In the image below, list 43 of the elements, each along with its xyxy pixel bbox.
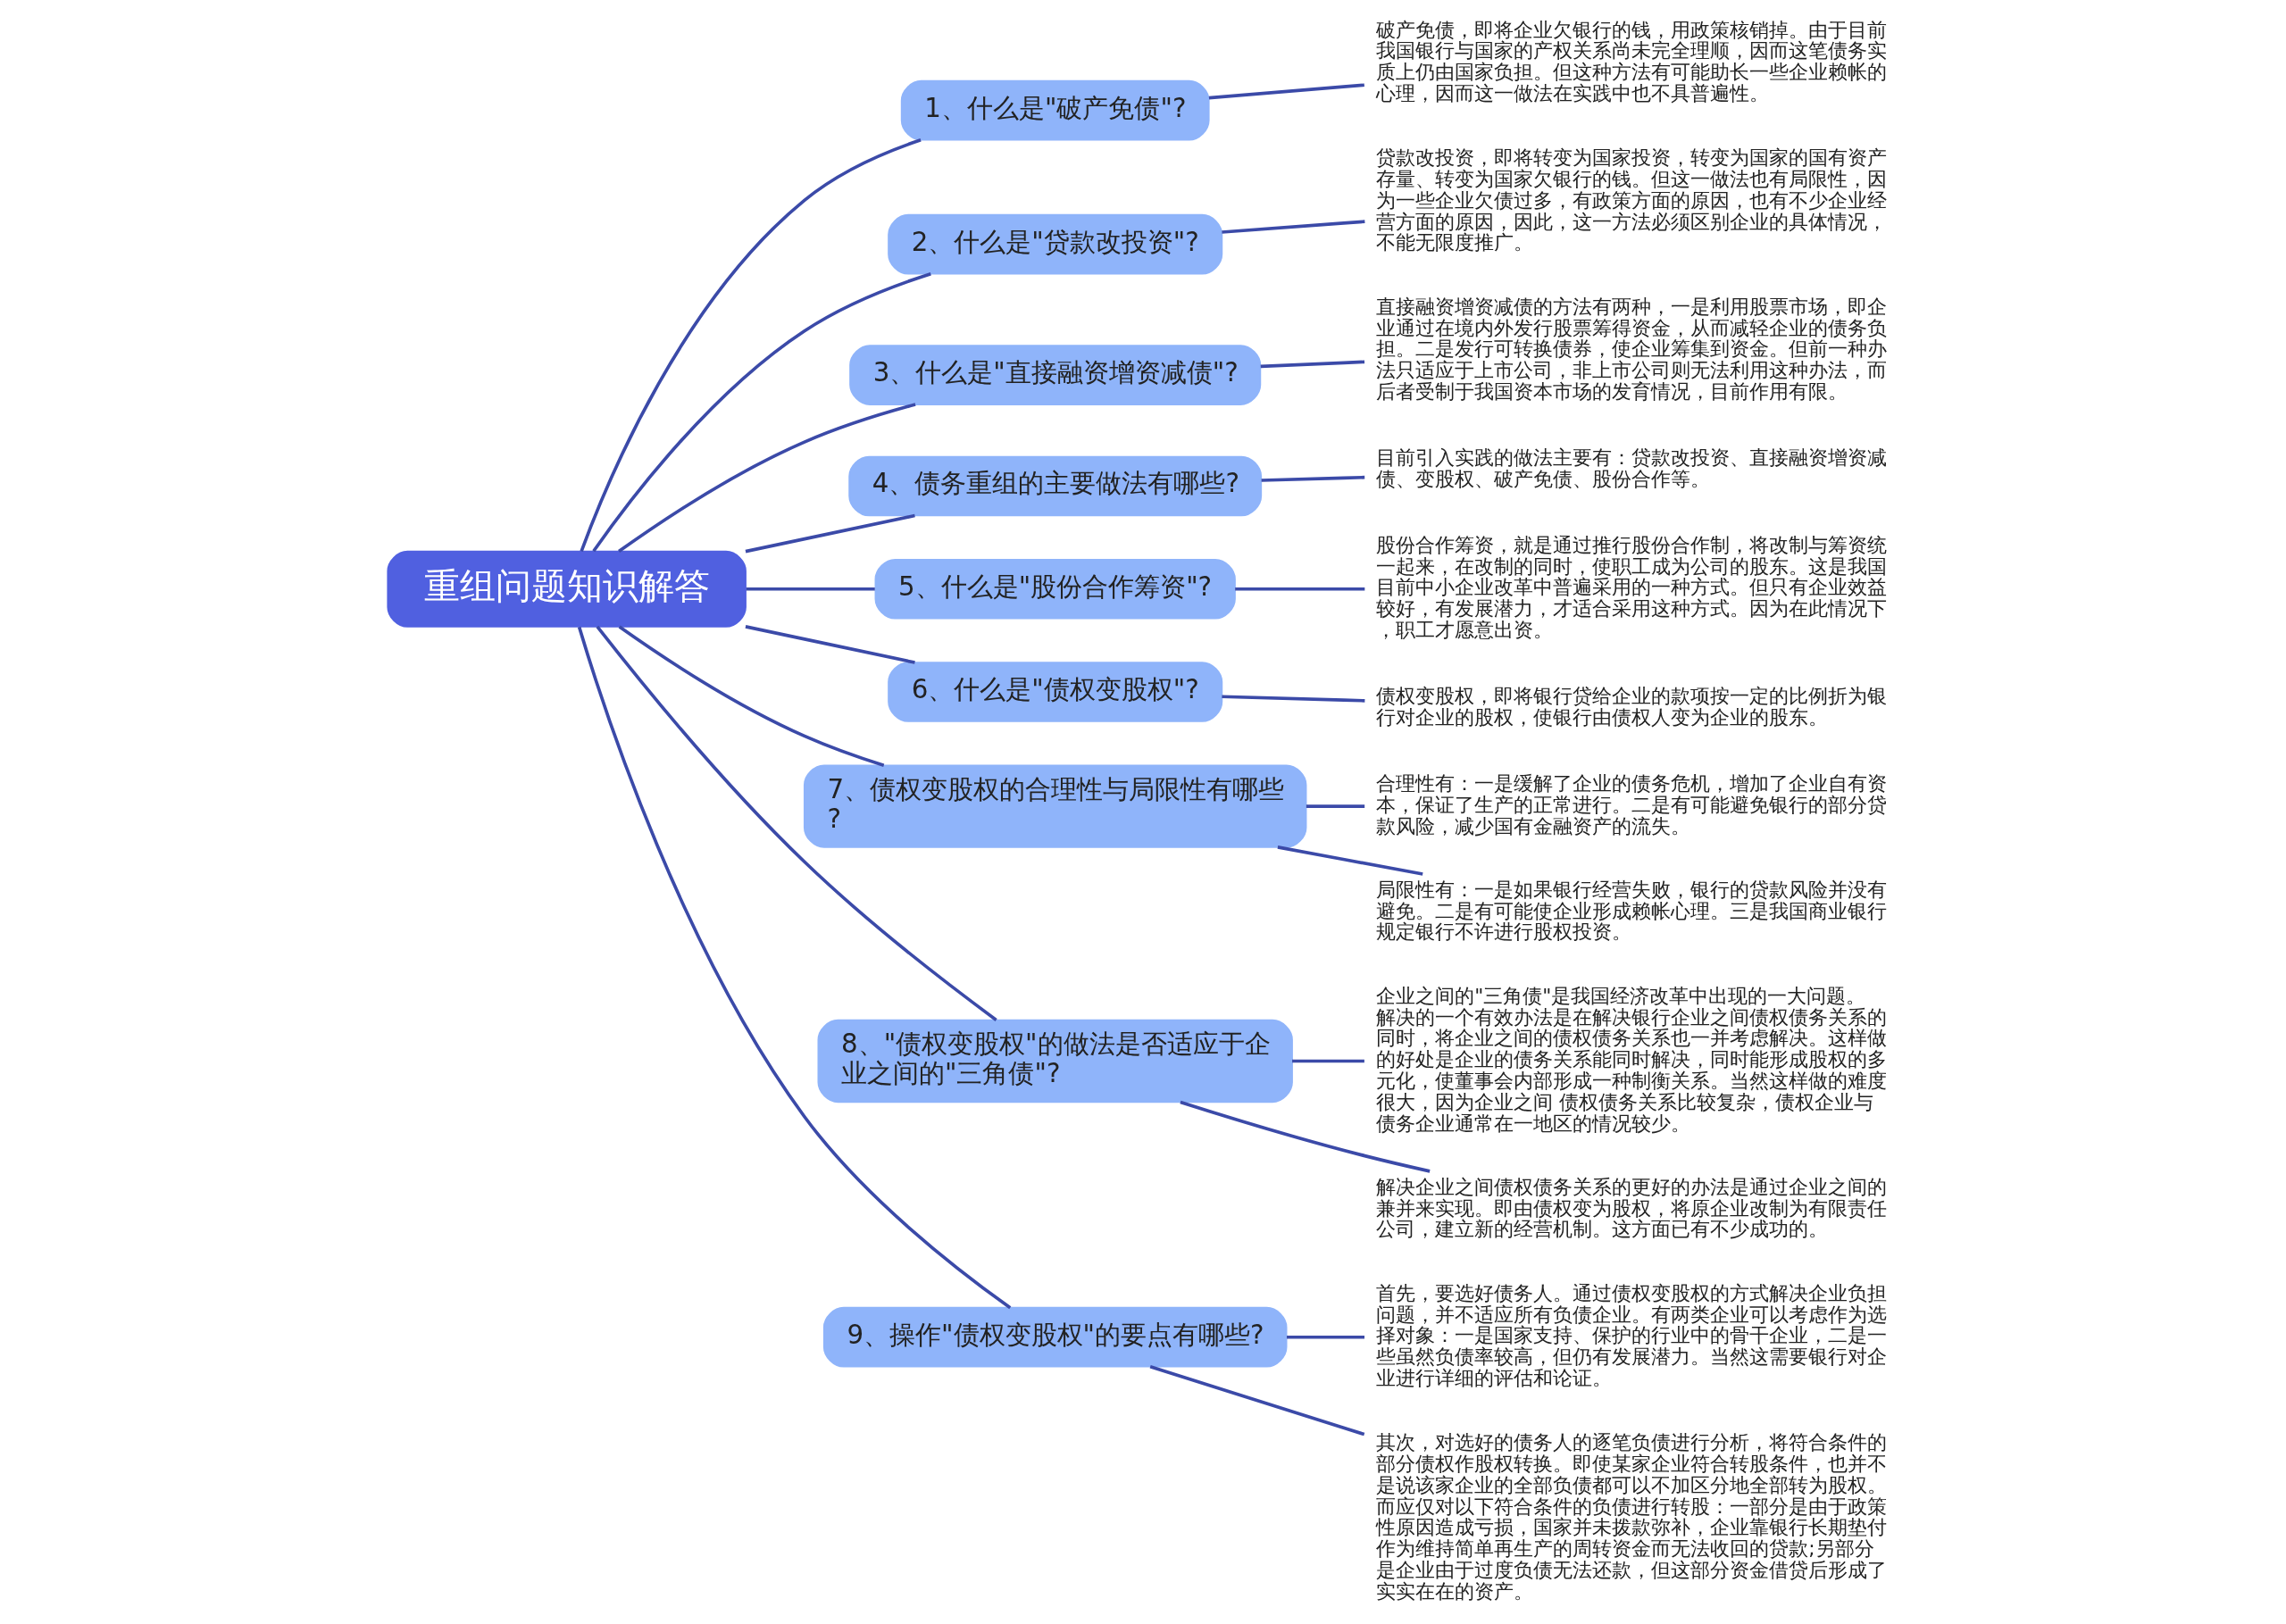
connector bbox=[1260, 360, 1364, 369]
connector bbox=[1221, 695, 1364, 703]
connector bbox=[1208, 83, 1364, 100]
connector bbox=[1286, 1335, 1364, 1339]
connector bbox=[1149, 1365, 1364, 1437]
connector bbox=[1277, 845, 1423, 876]
connector bbox=[595, 625, 997, 1021]
connector bbox=[1234, 587, 1364, 591]
connector bbox=[1179, 1100, 1431, 1173]
node-box: 6、什么是"债权变股权"? bbox=[887, 662, 1222, 722]
node-text: 债权变股权，即将银行贷给企业的款项按一定的比例折为银行对企业的股权，使银行由债权人变为企业的股东。 bbox=[1375, 685, 1887, 729]
connector bbox=[618, 625, 884, 768]
node-text: 直接融资增资减债的方法有两种，一是利用股票市场，即企业通过在境内外发行股票筹得资金，从而减轻企业的债务负担。二是发行可转换债券，使企业筹集到资金。但前一种办法只适应于上市公司，非上市公司则无法利用这种办法，而后者受制于我国资本市场的发育情况，目前作用有限。 bbox=[1375, 295, 1887, 403]
node-box: 9、操作"债权变股权"的要点有哪些? bbox=[822, 1306, 1287, 1368]
node-text: 企业之间的"三角债"是我国经济改革中出现的一大问题。解决的一个有效办法是在解决银行企业之间债权债务关系的同时，将企业之间的债权债务关系也一并考虑解决。这样做的好处是企业的债务关系能同时解决，同时能形成股权的多元化，使董事会内部形成一种制衡关系。当然这样做的难度很大，因为企业之间 债权债务关系比较复杂，债权企业与债务企业通常在一地区的情况较少。 bbox=[1375, 984, 1887, 1135]
node-box: 5、什么是"股份合作筹资"? bbox=[874, 558, 1236, 620]
node-text: 目前引入实践的做法主要有：贷款改投资、直接融资增资减债、变股权、破产免债、股份合作等。 bbox=[1375, 446, 1887, 490]
connector bbox=[1261, 475, 1364, 482]
node-box: 4、债务重组的主要做法有哪些? bbox=[847, 455, 1262, 517]
node-text: 贷款改投资，即将转变为国家投资，转变为国家的国有资产存量、转变为国家欠银行的钱。但这一做法也有局限性，因为一些企业欠债过多，有政策方面的原因，也有不少企业经营方面的原因，因此，这一方法必须区别企业的具体情况，不能无限度推广。 bbox=[1375, 146, 1887, 254]
connector bbox=[746, 587, 875, 591]
node-text: 其次，对选好的债务人的逐笔负债进行分析，将符合条件的部分债权作股权转换。即使某家企业符合转股条件，也并不是说该家企业的全部负债都可以不加区分地全部转为股权。而应仅对以下符合条件的负债进行转股：一部分是由于政策性原因造成亏损，国家并未拨款弥补，企业靠银行长期垫付作为维持简单再生产的周转资金而无法收回的贷款;另部分是企业由于过度负债无法还款，但这部分资金借贷后形成了实实在在的资产。 bbox=[1375, 1431, 1887, 1603]
node-box: 1、什么是"破产免债"? bbox=[900, 79, 1210, 141]
node-text: 解决企业之间债权债务关系的更好的办法是通过企业之间的兼并来实现。即由债权变为股权，将原企业改制为有限责任公司，建立新的经营机制。这方面已有不少成功的。 bbox=[1375, 1175, 1887, 1241]
node-box: 重组问题知识解答 bbox=[386, 550, 747, 628]
connector bbox=[1291, 1059, 1364, 1063]
connector bbox=[577, 626, 1011, 1310]
connector bbox=[745, 625, 915, 664]
node-text: 股份合作筹资，就是通过推行股份合作制，将改制与筹资统一起来，在改制的同时，使职工成为公司的股东。这是我国目前中小企业改革中普遍采用的一种方式。但只有企业效益较好，有发展潜力，才适合采用这种方式。因为在此情况下，职工才愿意出资。 bbox=[1375, 533, 1887, 641]
connector bbox=[745, 513, 915, 554]
connector bbox=[617, 403, 916, 554]
node-text: 合理性有：一是缓解了企业的债务危机，增加了企业自有资本，保证了生产的正常进行。二是有可能避免银行的部分贷款风险，减少国有金融资产的流失。 bbox=[1375, 771, 1887, 837]
node-box: 7、债权变股权的合理性与局限性有哪些? bbox=[803, 764, 1306, 848]
node-box: 8、"债权变股权"的做法是否适应于企业之间的"三角债"? bbox=[817, 1019, 1293, 1103]
connector bbox=[591, 271, 931, 553]
connector bbox=[1221, 220, 1365, 234]
node-text: 首先，要选好债务人。通过债权变股权的方式解决企业负担问题，并不适应所有负债企业。有两类企业可以考虑作为选择对象：一是国家支持、保护的行业中的骨干企业，二是一些虽然负债率较高，但仍有发展潜力。当然这需要银行对企业进行详细的评估和论证。 bbox=[1375, 1281, 1887, 1389]
connector bbox=[1306, 804, 1364, 808]
node-box: 3、什么是"直接融资增资减债"? bbox=[848, 345, 1261, 405]
connector bbox=[579, 138, 922, 552]
node-text: 破产免债，即将企业欠银行的钱，用政策核销掉。由于目前我国银行与国家的产权关系尚未完全理顺，因而这笔债务实质上仍由国家负担。但这种方法有可能助长一些企业赖帐的心理，因而这一做法在实践中也不具普遍性。 bbox=[1375, 18, 1887, 104]
node-box: 2、什么是"贷款改投资"? bbox=[887, 213, 1222, 275]
node-text: 局限性有：一是如果银行经营失败，银行的贷款风险并没有避免。二是有可能使企业形成赖帐心理。三是我国商业银行规定银行不许进行股权投资。 bbox=[1375, 878, 1887, 944]
